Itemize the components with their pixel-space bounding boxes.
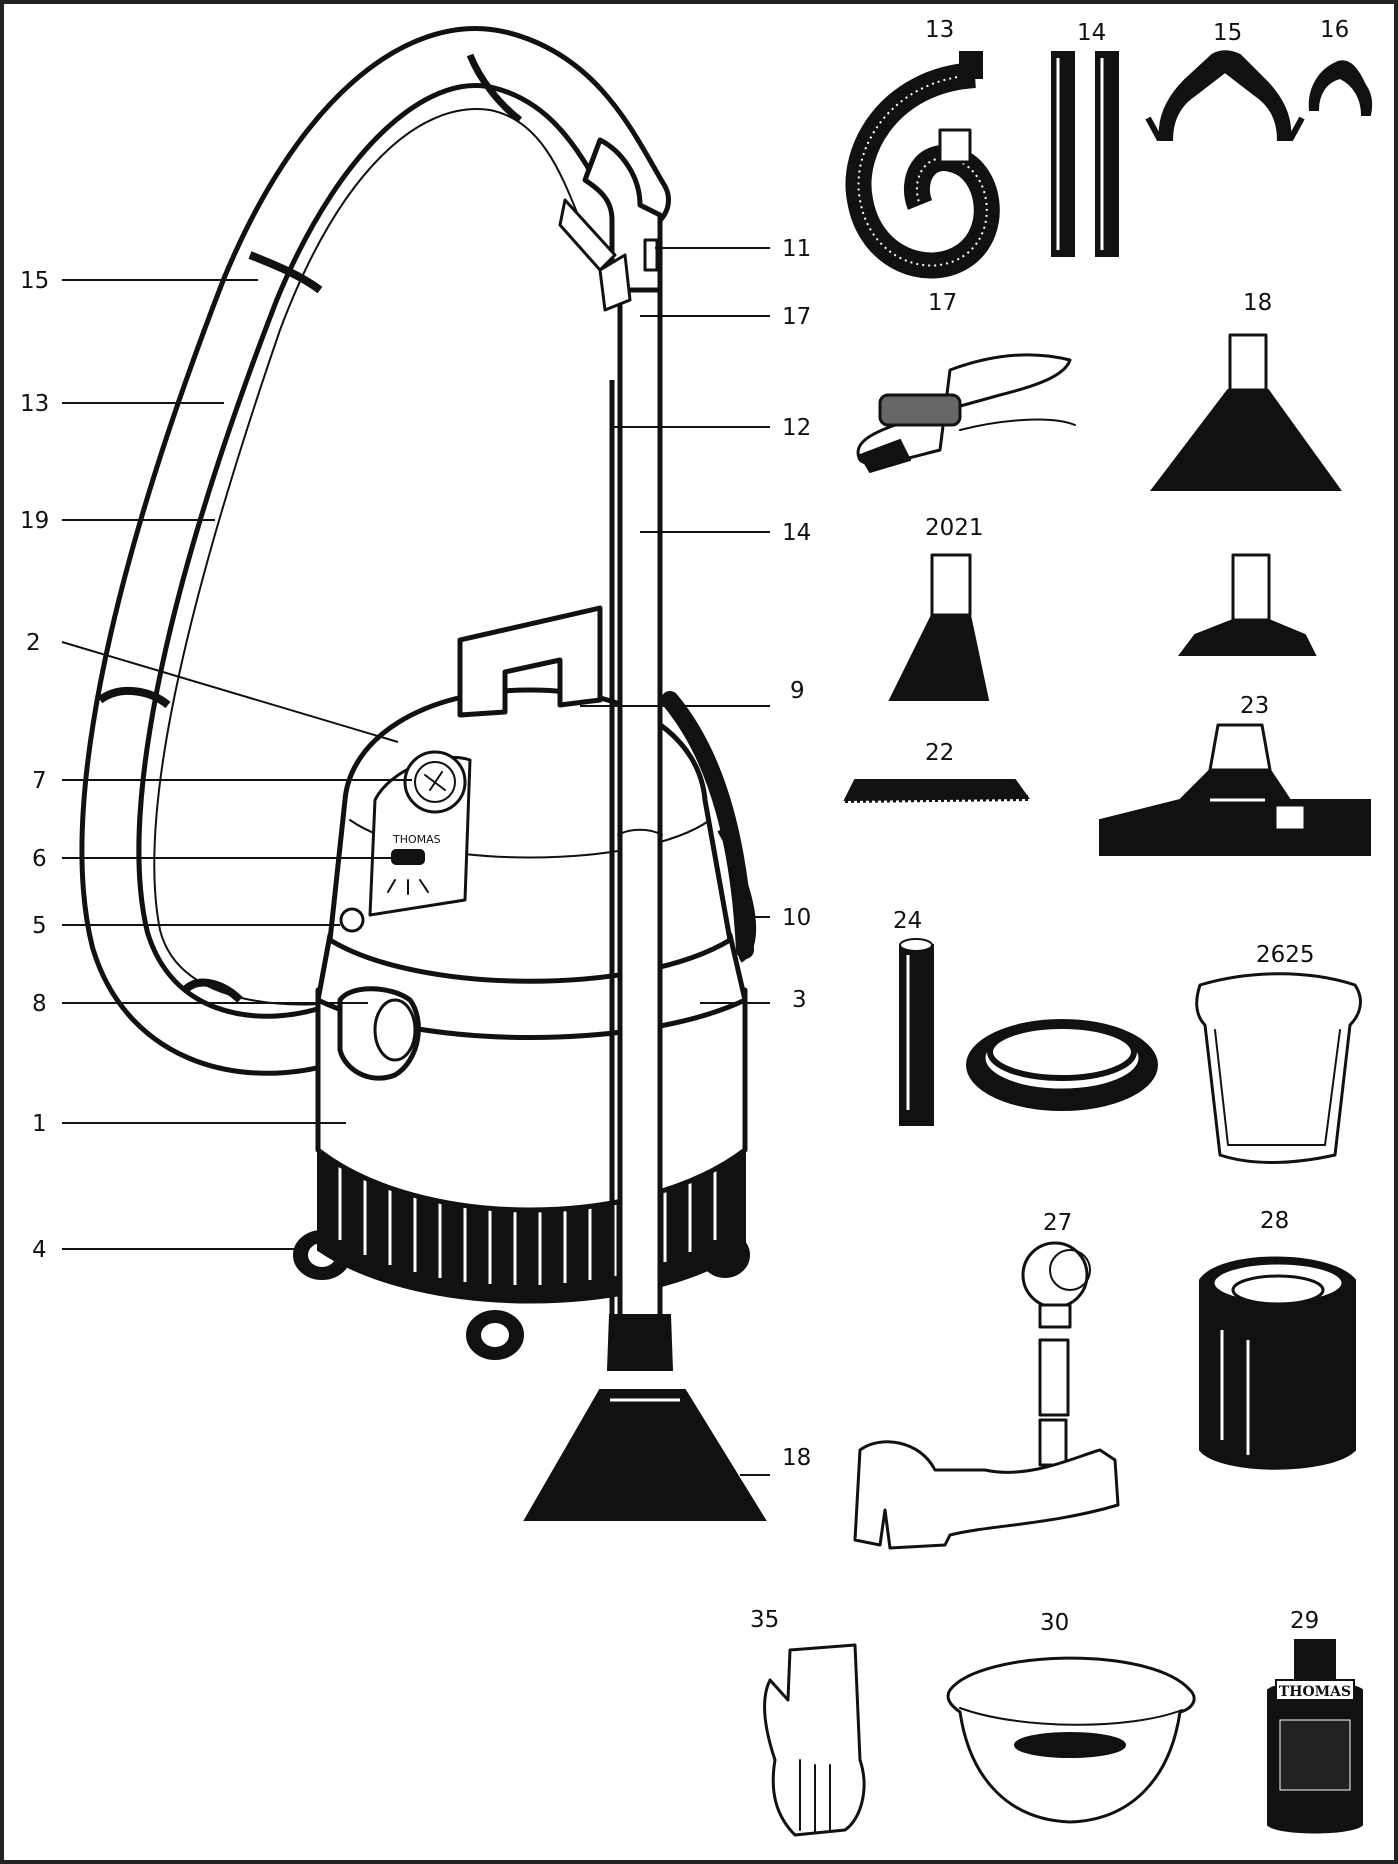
part-28-label: 28: [1260, 1208, 1289, 1234]
callout-4: 4: [32, 1237, 47, 1263]
panel-brand-text: THOMAS: [392, 833, 441, 846]
callout-9: 9: [790, 678, 805, 704]
callout-17: 17: [782, 304, 811, 330]
callout-15: 15: [20, 268, 49, 294]
spray-trigger: [558, 198, 617, 272]
callout-19: 19: [20, 508, 49, 534]
upholstery-nozzle-icon: 18: [1149, 290, 1342, 491]
part-18-label: 18: [1243, 290, 1272, 316]
crevice-nozzle-icon: 2021: [888, 515, 1317, 701]
tube-clip-icon: 15: [1145, 20, 1305, 142]
aqua-filter-icon: 27: [853, 1210, 1120, 1550]
filter-bag-icon: 2625: [1195, 942, 1362, 1164]
part-17-label: 17: [928, 290, 957, 316]
filter-cartridge-icon: 28: [1199, 1208, 1356, 1470]
shampoo-bottle-icon: 29 THOMAS: [1267, 1608, 1363, 1834]
part-29-label: 29: [1290, 1608, 1319, 1634]
part-24-label: 24: [893, 908, 922, 934]
part-23-label: 23: [1240, 693, 1269, 719]
part-30-label: 30: [1040, 1610, 1069, 1636]
adapter-tube-icon: 24: [893, 908, 934, 1126]
part-16-label: 16: [1320, 17, 1349, 43]
suction-tube: [582, 137, 674, 1371]
callout-3: 3: [792, 987, 807, 1013]
bottle-brand: THOMAS: [1279, 1684, 1351, 1700]
power-switch: [391, 849, 425, 865]
callout-10: 10: [782, 905, 811, 931]
hose-loop: [79, 26, 671, 1076]
floor-nozzle-icon: 23: [1099, 693, 1371, 856]
callout-18: 18: [782, 1445, 811, 1471]
spray-trigger-icon: 17: [856, 290, 1076, 474]
callout-2: 2: [26, 630, 41, 656]
extension-tubes-icon: 14: [1051, 20, 1119, 257]
part-27-label: 27: [1043, 1210, 1072, 1236]
water-connector: [339, 907, 365, 933]
gloves-icon: 35: [750, 1607, 866, 1837]
callout-11: 11: [782, 236, 811, 262]
callout-6: 6: [32, 846, 47, 872]
seal-ring-icon: [966, 1019, 1158, 1111]
bowl-icon: 30: [946, 1610, 1196, 1824]
part-22-label: 22: [925, 740, 954, 766]
control-panel: THOMAS: [339, 750, 472, 933]
part-13-label: 13: [925, 17, 954, 43]
floor-nozzle: [523, 1389, 767, 1521]
part-15-label: 15: [1213, 20, 1242, 46]
small-clip-icon: 16: [1308, 17, 1373, 116]
callout-lines: [61, 247, 770, 1476]
part-2021-label: 2021: [925, 515, 984, 541]
carry-handle: [457, 605, 603, 718]
brush-strip-icon: 22: [843, 740, 1030, 803]
callout-7: 7: [32, 768, 47, 794]
part-14-label: 14: [1077, 20, 1106, 46]
callout-8: 8: [32, 991, 47, 1017]
part-35-label: 35: [750, 1607, 779, 1633]
callout-1: 1: [32, 1111, 47, 1137]
callout-labels: 15 13 19 2 7 6 5 8 1 4 11 17 12 14 9 10 …: [20, 236, 811, 1471]
vacuum-cleaner-icon: THOMAS: [79, 26, 767, 1521]
callout-13: 13: [20, 391, 49, 417]
callout-14: 14: [782, 520, 811, 546]
part-2625-label: 2625: [1256, 942, 1315, 968]
hose-icon: 13: [845, 17, 1000, 279]
callout-5: 5: [32, 913, 47, 939]
callout-12: 12: [782, 415, 811, 441]
